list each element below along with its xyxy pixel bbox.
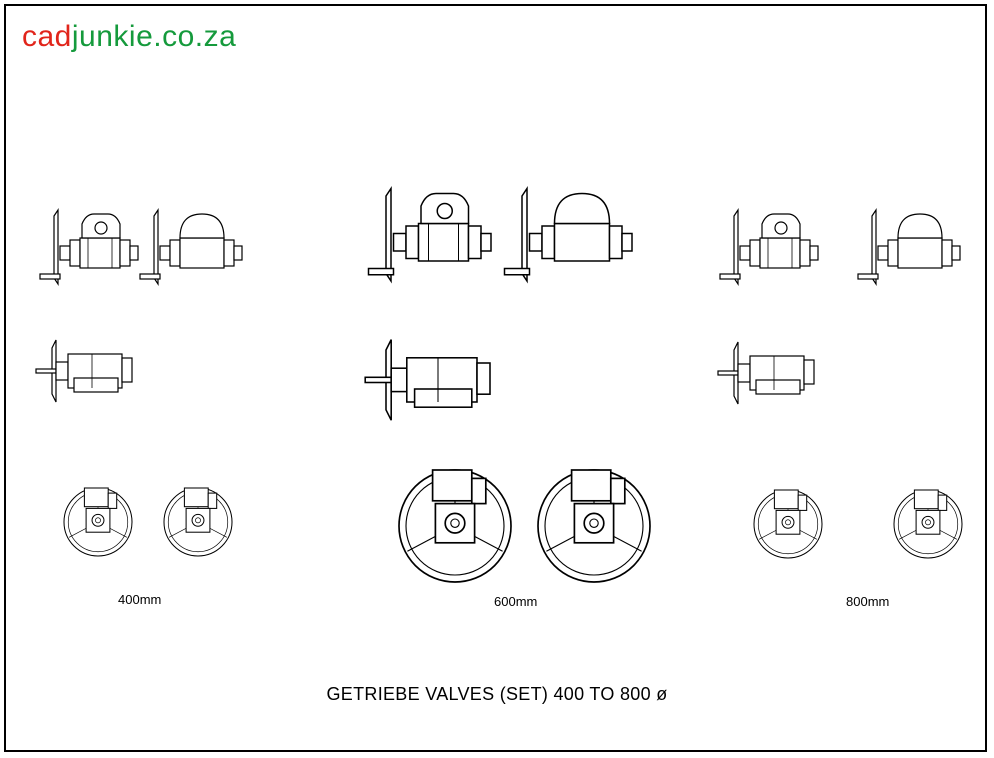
- logo-part-junkie: junkie.co.za: [71, 20, 237, 53]
- drawing-title: GETRIEBE VALVES (SET) 400 TO 800 ø: [326, 684, 668, 704]
- valve-600-front-view-alt: [503, 187, 633, 282]
- size-label-800: 800mm: [846, 594, 890, 609]
- size-label-600: 600mm: [494, 594, 538, 609]
- valve-800-wheel-view: [753, 489, 823, 559]
- valve-400-wheel-view: [63, 487, 133, 557]
- valve-600-front-view: [367, 187, 492, 282]
- valve-800-side-view: [717, 341, 815, 405]
- valve-400-front-view-alt: [139, 209, 243, 285]
- logo-part-cad: cad: [22, 20, 72, 53]
- valve-400-wheel-view-alt: [163, 487, 233, 557]
- cadjunkie-logo[interactable]: cadjunkie.co.za: [22, 20, 236, 54]
- valve-600-wheel-view: [398, 469, 512, 583]
- drawing-border: [4, 4, 987, 752]
- valve-800-front-view: [719, 209, 819, 285]
- valve-800-wheel-view-alt: [893, 489, 963, 559]
- valve-800-front-view-alt: [857, 209, 961, 285]
- valve-600-side-view: [364, 338, 491, 421]
- valve-600-wheel-view-alt: [537, 469, 651, 583]
- valve-400-side-view: [35, 339, 133, 403]
- size-label-400: 400mm: [118, 592, 162, 607]
- valve-400-front-view: [39, 209, 139, 285]
